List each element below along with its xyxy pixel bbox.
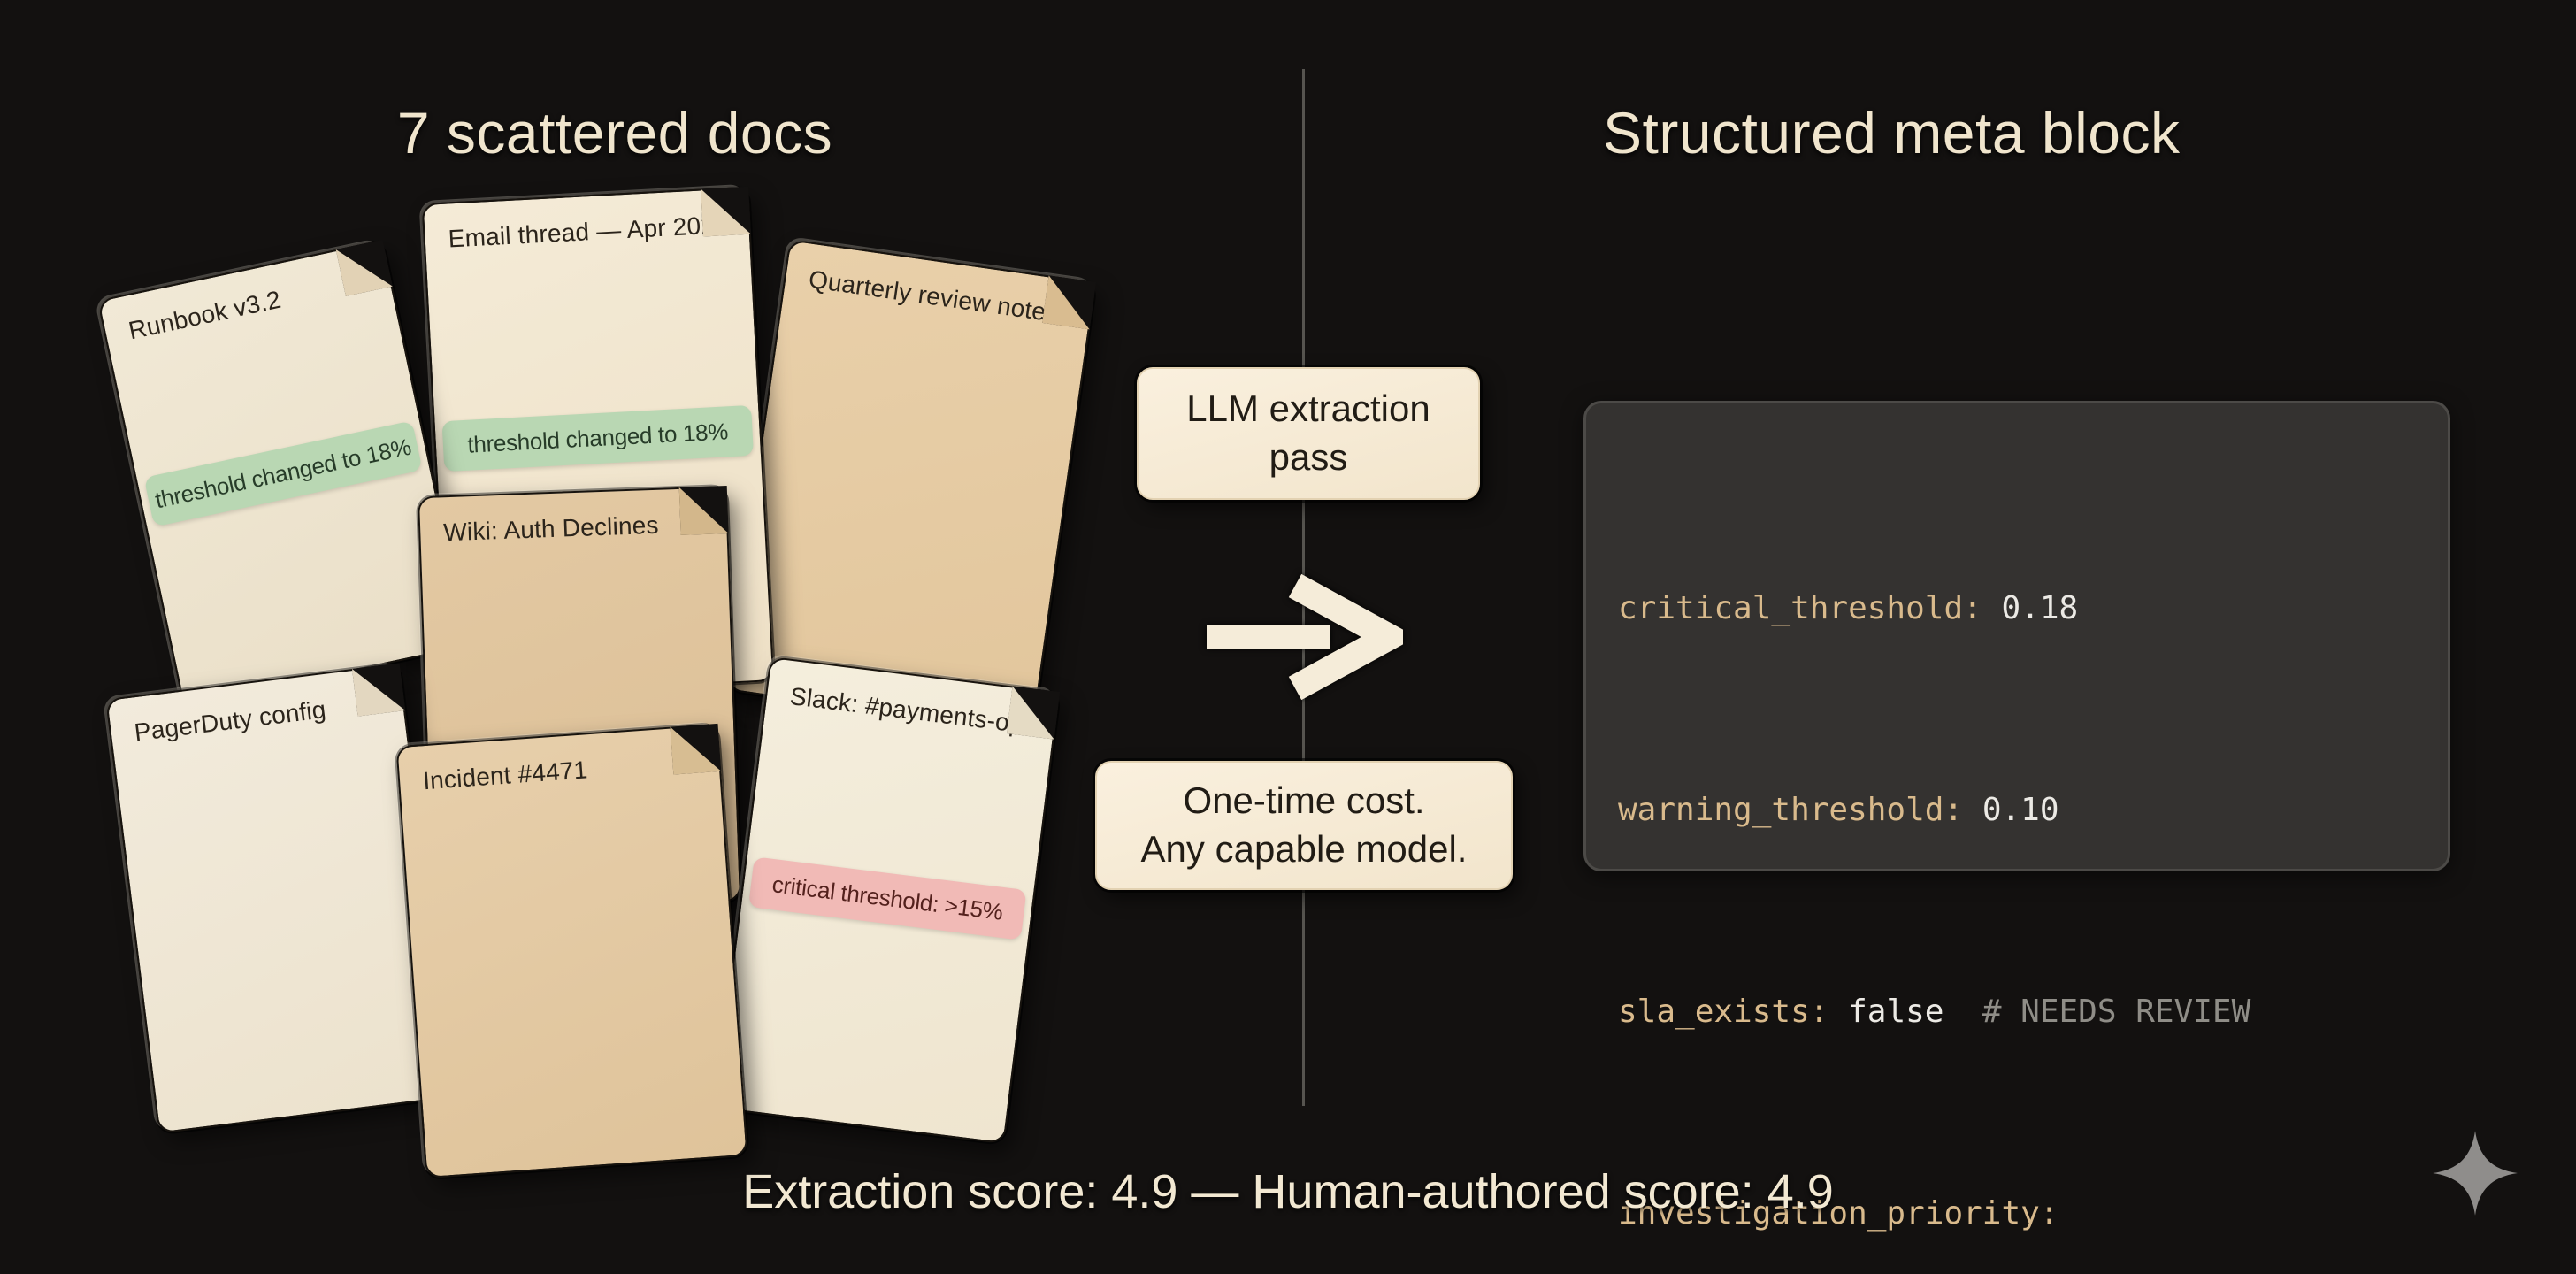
llm-extraction-pass-label: LLM extraction pass: [1186, 388, 1430, 478]
right-arrow-icon: [1207, 573, 1403, 701]
code-line: sla_exists: false # NEEDS REVIEW: [1618, 994, 2251, 1030]
right-section-title: Structured meta block: [1603, 100, 2181, 165]
sparkle-icon: [2433, 1131, 2518, 1216]
llm-extraction-pass-box: LLM extraction pass: [1137, 367, 1480, 500]
score-caption: Extraction score: 4.9 — Human-authored s…: [742, 1165, 1834, 1218]
page-fold-icon: [1006, 686, 1061, 740]
doc-card-incident-4471: Incident #4471: [395, 723, 748, 1179]
highlight-pill: critical threshold: >15%: [748, 856, 1027, 940]
doc-card-title: Slack: #payments-ops: [788, 682, 1038, 740]
highlight-pill: threshold changed to 18%: [441, 404, 754, 472]
cost-line-2: Any capable model.: [1140, 828, 1468, 870]
code-line: critical_threshold: 0.18: [1618, 590, 2079, 626]
doc-card-slack-payments-ops: Slack: #payments-ops critical threshold:…: [714, 656, 1061, 1145]
structured-meta-code-block: critical_threshold: 0.18 warning_thresho…: [1583, 401, 2450, 1232]
doc-card-title: Wiki: Auth Declines: [442, 510, 660, 547]
page-fold-icon: [670, 723, 722, 775]
doc-card-title: Quarterly review notes: [807, 265, 1061, 328]
highlight-pill: threshold changed to 18%: [143, 420, 423, 527]
doc-card-runbook: Runbook v3.2 threshold changed to 18%: [96, 239, 470, 708]
one-time-cost-box: One-time cost. Any capable model.: [1095, 761, 1513, 890]
doc-card-title: PagerDuty config: [133, 695, 328, 747]
doc-card-pagerduty-config: PagerDuty config: [105, 663, 453, 1134]
page-fold-icon: [678, 486, 729, 535]
code-line: warning_threshold: 0.10: [1618, 792, 2059, 828]
left-section-title: 7 scattered docs: [396, 100, 833, 165]
page-fold-icon: [351, 663, 406, 717]
cost-line-1: One-time cost.: [1183, 779, 1425, 822]
code-line: investigation_priority:: [1618, 1195, 2059, 1232]
doc-card-title: Incident #4471: [422, 756, 589, 795]
page-fold-icon: [701, 186, 751, 237]
page-fold-icon: [1042, 275, 1097, 330]
doc-card-title: Email thread — Apr 2025: [447, 210, 730, 253]
doc-card-title: Runbook v3.2: [126, 285, 284, 345]
page-fold-icon: [335, 239, 393, 296]
